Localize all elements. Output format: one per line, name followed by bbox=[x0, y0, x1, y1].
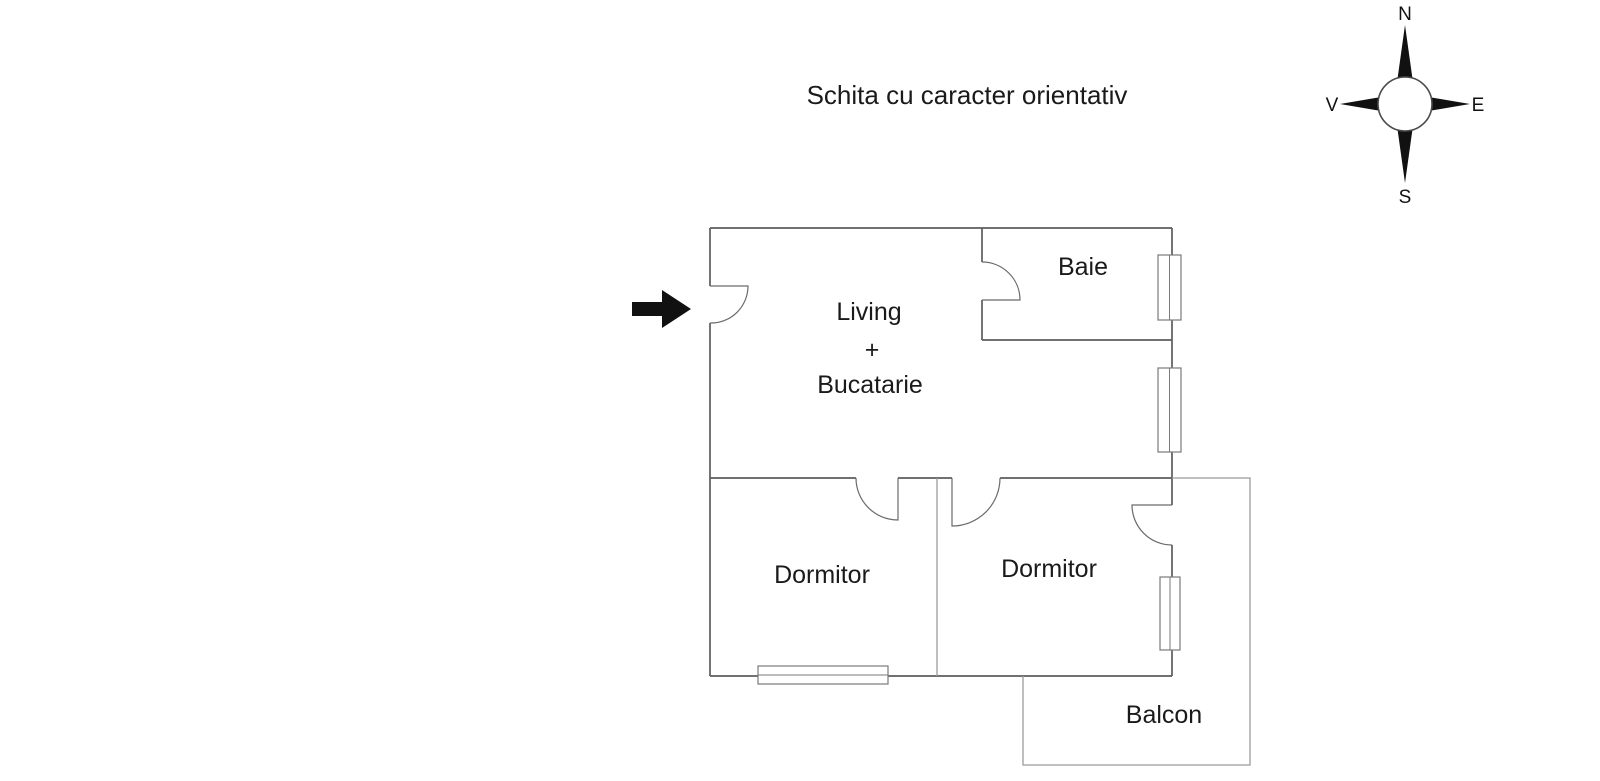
dormitor-left-label: Dormitor bbox=[774, 561, 870, 589]
living-label-line3: Bucatarie bbox=[817, 371, 923, 399]
living-label-line1: Living bbox=[836, 298, 901, 326]
compass-rose: N E S V bbox=[1326, 4, 1485, 208]
entrance-arrow-icon bbox=[632, 290, 691, 328]
balcony-door bbox=[1131, 504, 1173, 546]
compass-label-west: V bbox=[1326, 95, 1339, 116]
doors bbox=[709, 261, 1173, 546]
baie-door bbox=[981, 261, 1021, 301]
windows bbox=[757, 254, 1182, 685]
dormitor-right-label: Dormitor bbox=[1001, 555, 1097, 583]
outer-walls bbox=[709, 227, 1173, 677]
dormitor-right-door bbox=[951, 477, 1001, 527]
living-label-line2: + bbox=[865, 336, 880, 364]
balcony-outline bbox=[1022, 477, 1251, 766]
room-labels: Living + Bucatarie Baie Dormitor Dormito… bbox=[774, 253, 1202, 729]
baie-label: Baie bbox=[1058, 253, 1108, 281]
compass-label-north: N bbox=[1398, 4, 1412, 25]
living-window bbox=[1157, 367, 1182, 453]
dormitor-left-door bbox=[855, 477, 899, 521]
compass-label-east: E bbox=[1472, 95, 1485, 116]
dormitor-left-window bbox=[757, 665, 889, 685]
sketch-title: Schita cu caracter orientativ bbox=[807, 80, 1128, 110]
entry-door bbox=[709, 285, 749, 324]
baie-window bbox=[1157, 254, 1182, 321]
dormitor-right-window bbox=[1159, 576, 1181, 651]
balcon-label: Balcon bbox=[1126, 701, 1202, 729]
compass-circle bbox=[1377, 76, 1433, 132]
compass-label-south: S bbox=[1399, 187, 1412, 208]
interior-walls bbox=[710, 228, 1251, 766]
